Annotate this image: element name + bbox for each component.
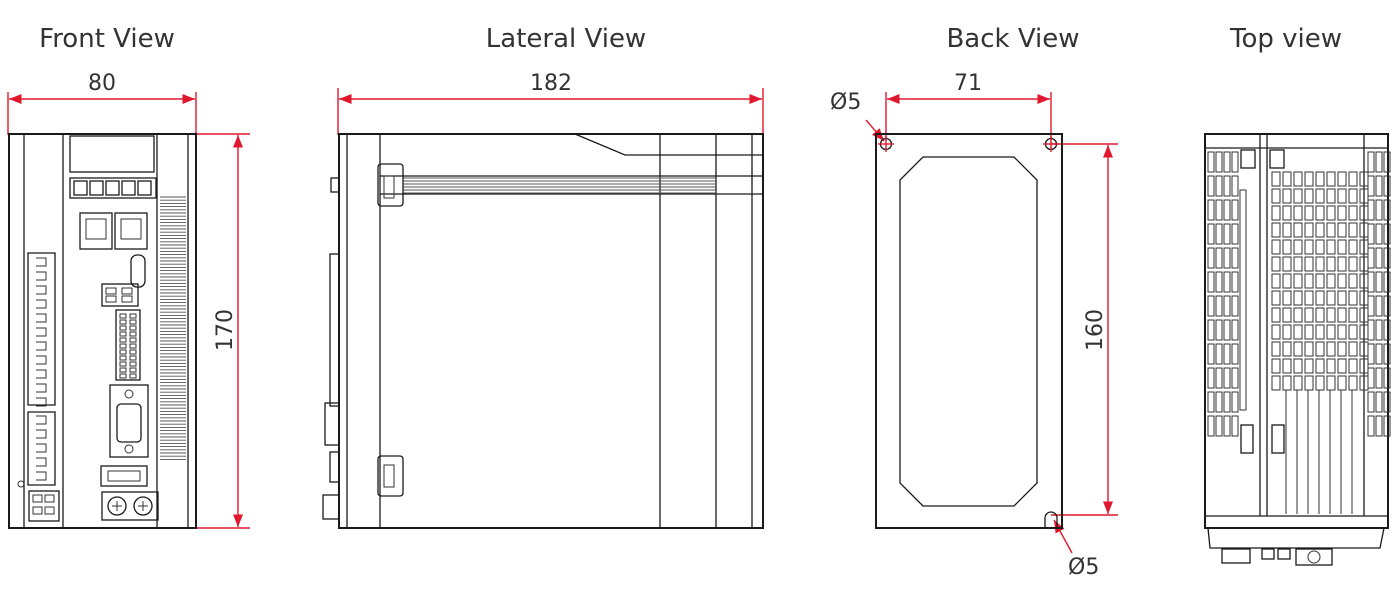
back-hole-label-bottom: Ø5 — [1068, 555, 1099, 580]
back-hole-height-label: 160 — [1083, 309, 1108, 351]
top-view-title: Top view — [1229, 24, 1342, 54]
lateral-depth-label: 182 — [530, 71, 572, 96]
top-bottom-base — [1207, 527, 1385, 549]
lateral-clip-bottom — [377, 455, 404, 497]
display-window — [69, 135, 155, 173]
top-view: Top view — [1204, 24, 1391, 566]
lateral-power-protrusion — [322, 494, 340, 520]
top-vent-grid — [1207, 151, 1391, 514]
mount-slot-bottom — [1044, 511, 1058, 528]
front-view: Front View 80 170 — [7, 24, 250, 529]
lateral-view: Lateral View 182 — [322, 24, 764, 529]
encoder-connector — [100, 465, 148, 487]
db-connector — [109, 384, 149, 458]
lateral-view-title: Lateral View — [486, 24, 646, 54]
front-heatsink-fins — [160, 196, 186, 460]
back-hole-label-top: Ø5 — [830, 90, 861, 115]
front-view-title: Front View — [39, 24, 175, 54]
front-buttons — [69, 177, 157, 199]
lateral-db-protrusion — [324, 402, 340, 446]
rj45-ports — [79, 212, 148, 250]
left-terminal-connectors — [27, 252, 56, 486]
jumper-block — [101, 283, 139, 307]
front-body-outline — [8, 133, 197, 529]
back-view: Back View 71 160 Ø5 Ø5 — [830, 24, 1118, 580]
front-width-label: 80 — [88, 71, 116, 96]
usb-port — [130, 254, 146, 288]
bottom-plug — [28, 490, 60, 522]
back-hole-leader-top — [865, 119, 885, 142]
top-body-outline — [1204, 133, 1389, 529]
front-height-label: 170 — [213, 309, 238, 351]
back-hole-spacing-label: 71 — [954, 71, 982, 96]
power-connector — [101, 491, 159, 521]
back-recess — [899, 156, 1038, 507]
lateral-vent-stripes — [403, 177, 716, 194]
back-plate-outline — [875, 133, 1063, 529]
lateral-clip-top — [377, 163, 404, 207]
io-terminal-block — [115, 309, 141, 381]
back-view-title: Back View — [946, 24, 1079, 54]
